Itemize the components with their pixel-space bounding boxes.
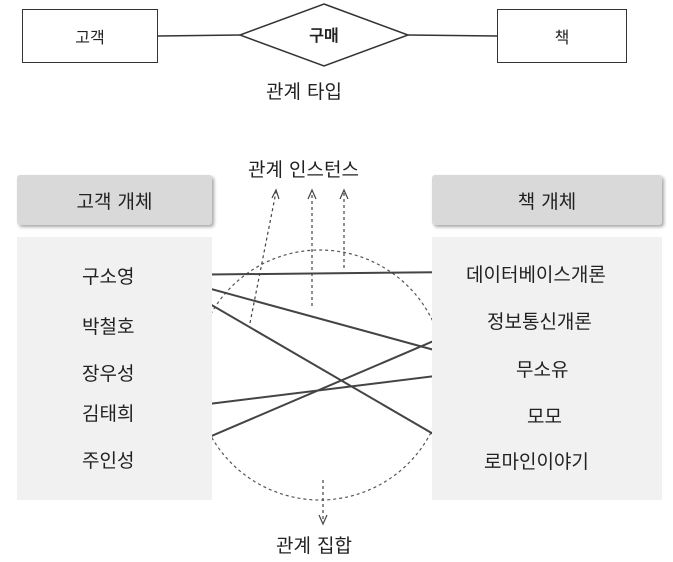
customer-entity-panel: [17, 237, 212, 500]
customer-item: 주인성: [82, 450, 135, 472]
instance-arrowhead-1: [271, 188, 280, 200]
customer-item: 김태희: [82, 403, 135, 425]
entity-customer-label: 고객: [75, 28, 105, 47]
instance-arrows: [249, 191, 345, 522]
book-item: 정보통신개론: [487, 311, 592, 333]
book-entity-header: 책 개체: [432, 175, 662, 225]
set-arrowhead: [318, 514, 328, 526]
instance-arrowhead-3: [339, 188, 349, 200]
relationship-type-caption: 관계 타입: [266, 81, 342, 103]
relationship-set-circle: [194, 249, 446, 501]
arrow-heads: [271, 188, 349, 526]
link-guso-roma: [159, 274, 479, 461]
customer-item: 구소영: [82, 266, 135, 288]
er-connector-right: [407, 34, 498, 37]
book-item: 무소유: [516, 359, 569, 381]
book-entity-panel: [432, 237, 662, 500]
relationship-diamond: [237, 3, 411, 67]
er-connector-left: [157, 34, 241, 37]
customer-item: 장우성: [82, 363, 135, 385]
relationship-label: 구매: [309, 26, 339, 45]
instance-arrowhead-2: [307, 188, 317, 200]
entity-book-box: 책: [497, 9, 627, 63]
entity-book-label: 책: [554, 28, 570, 47]
link-juinseong-jeongbo: [159, 318, 486, 459]
customer-entity-header: 고객 개체: [17, 175, 212, 225]
book-item: 데이터베이스개론: [466, 264, 606, 286]
instance-arrow-1: [249, 191, 277, 324]
relationship-instance-label: 관계 인스턴스: [248, 159, 359, 181]
entity-customer-box: 고객: [22, 9, 158, 63]
customer-item: 박철호: [82, 316, 135, 338]
relationship-set-label: 관계 집합: [276, 535, 352, 557]
book-item: 로마인이야기: [484, 451, 589, 473]
book-item: 모모: [527, 406, 562, 428]
